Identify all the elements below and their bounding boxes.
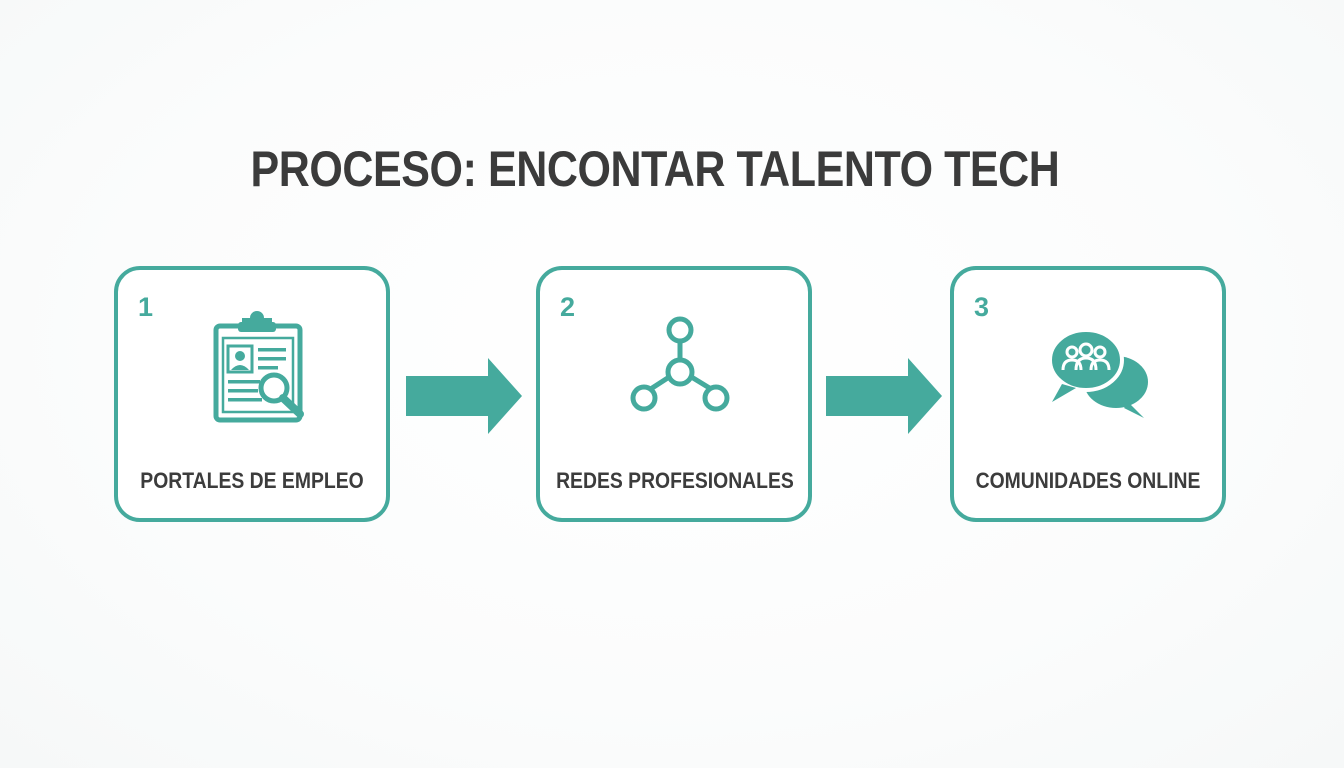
step-number-3: 3: [974, 292, 990, 322]
diagram-title: PROCESO: ENCONTAR TALENTO TECH: [250, 141, 1060, 197]
step-label-1: PORTALES DE EMPLEO: [140, 468, 364, 493]
chat-community-icon: [1048, 328, 1148, 418]
step-label-2: REDES PROFESIONALES: [556, 468, 794, 493]
step-label-3: COMUNIDADES ONLINE: [975, 468, 1201, 493]
arrow-right-icon: [826, 358, 942, 434]
step-card-2: 2 REDES PROFESIONALES: [536, 266, 812, 522]
arrow-right-icon: [406, 358, 522, 434]
clipboard-search-icon: [213, 311, 304, 423]
network-nodes-icon: [630, 316, 730, 412]
step-number-1: 1: [138, 292, 154, 322]
step-card-1: 1 PORTALES DE EMPLEO: [114, 266, 390, 522]
step-card-3: 3 COMUNIDADES ONLINE: [950, 266, 1226, 522]
step-number-2: 2: [560, 292, 576, 322]
